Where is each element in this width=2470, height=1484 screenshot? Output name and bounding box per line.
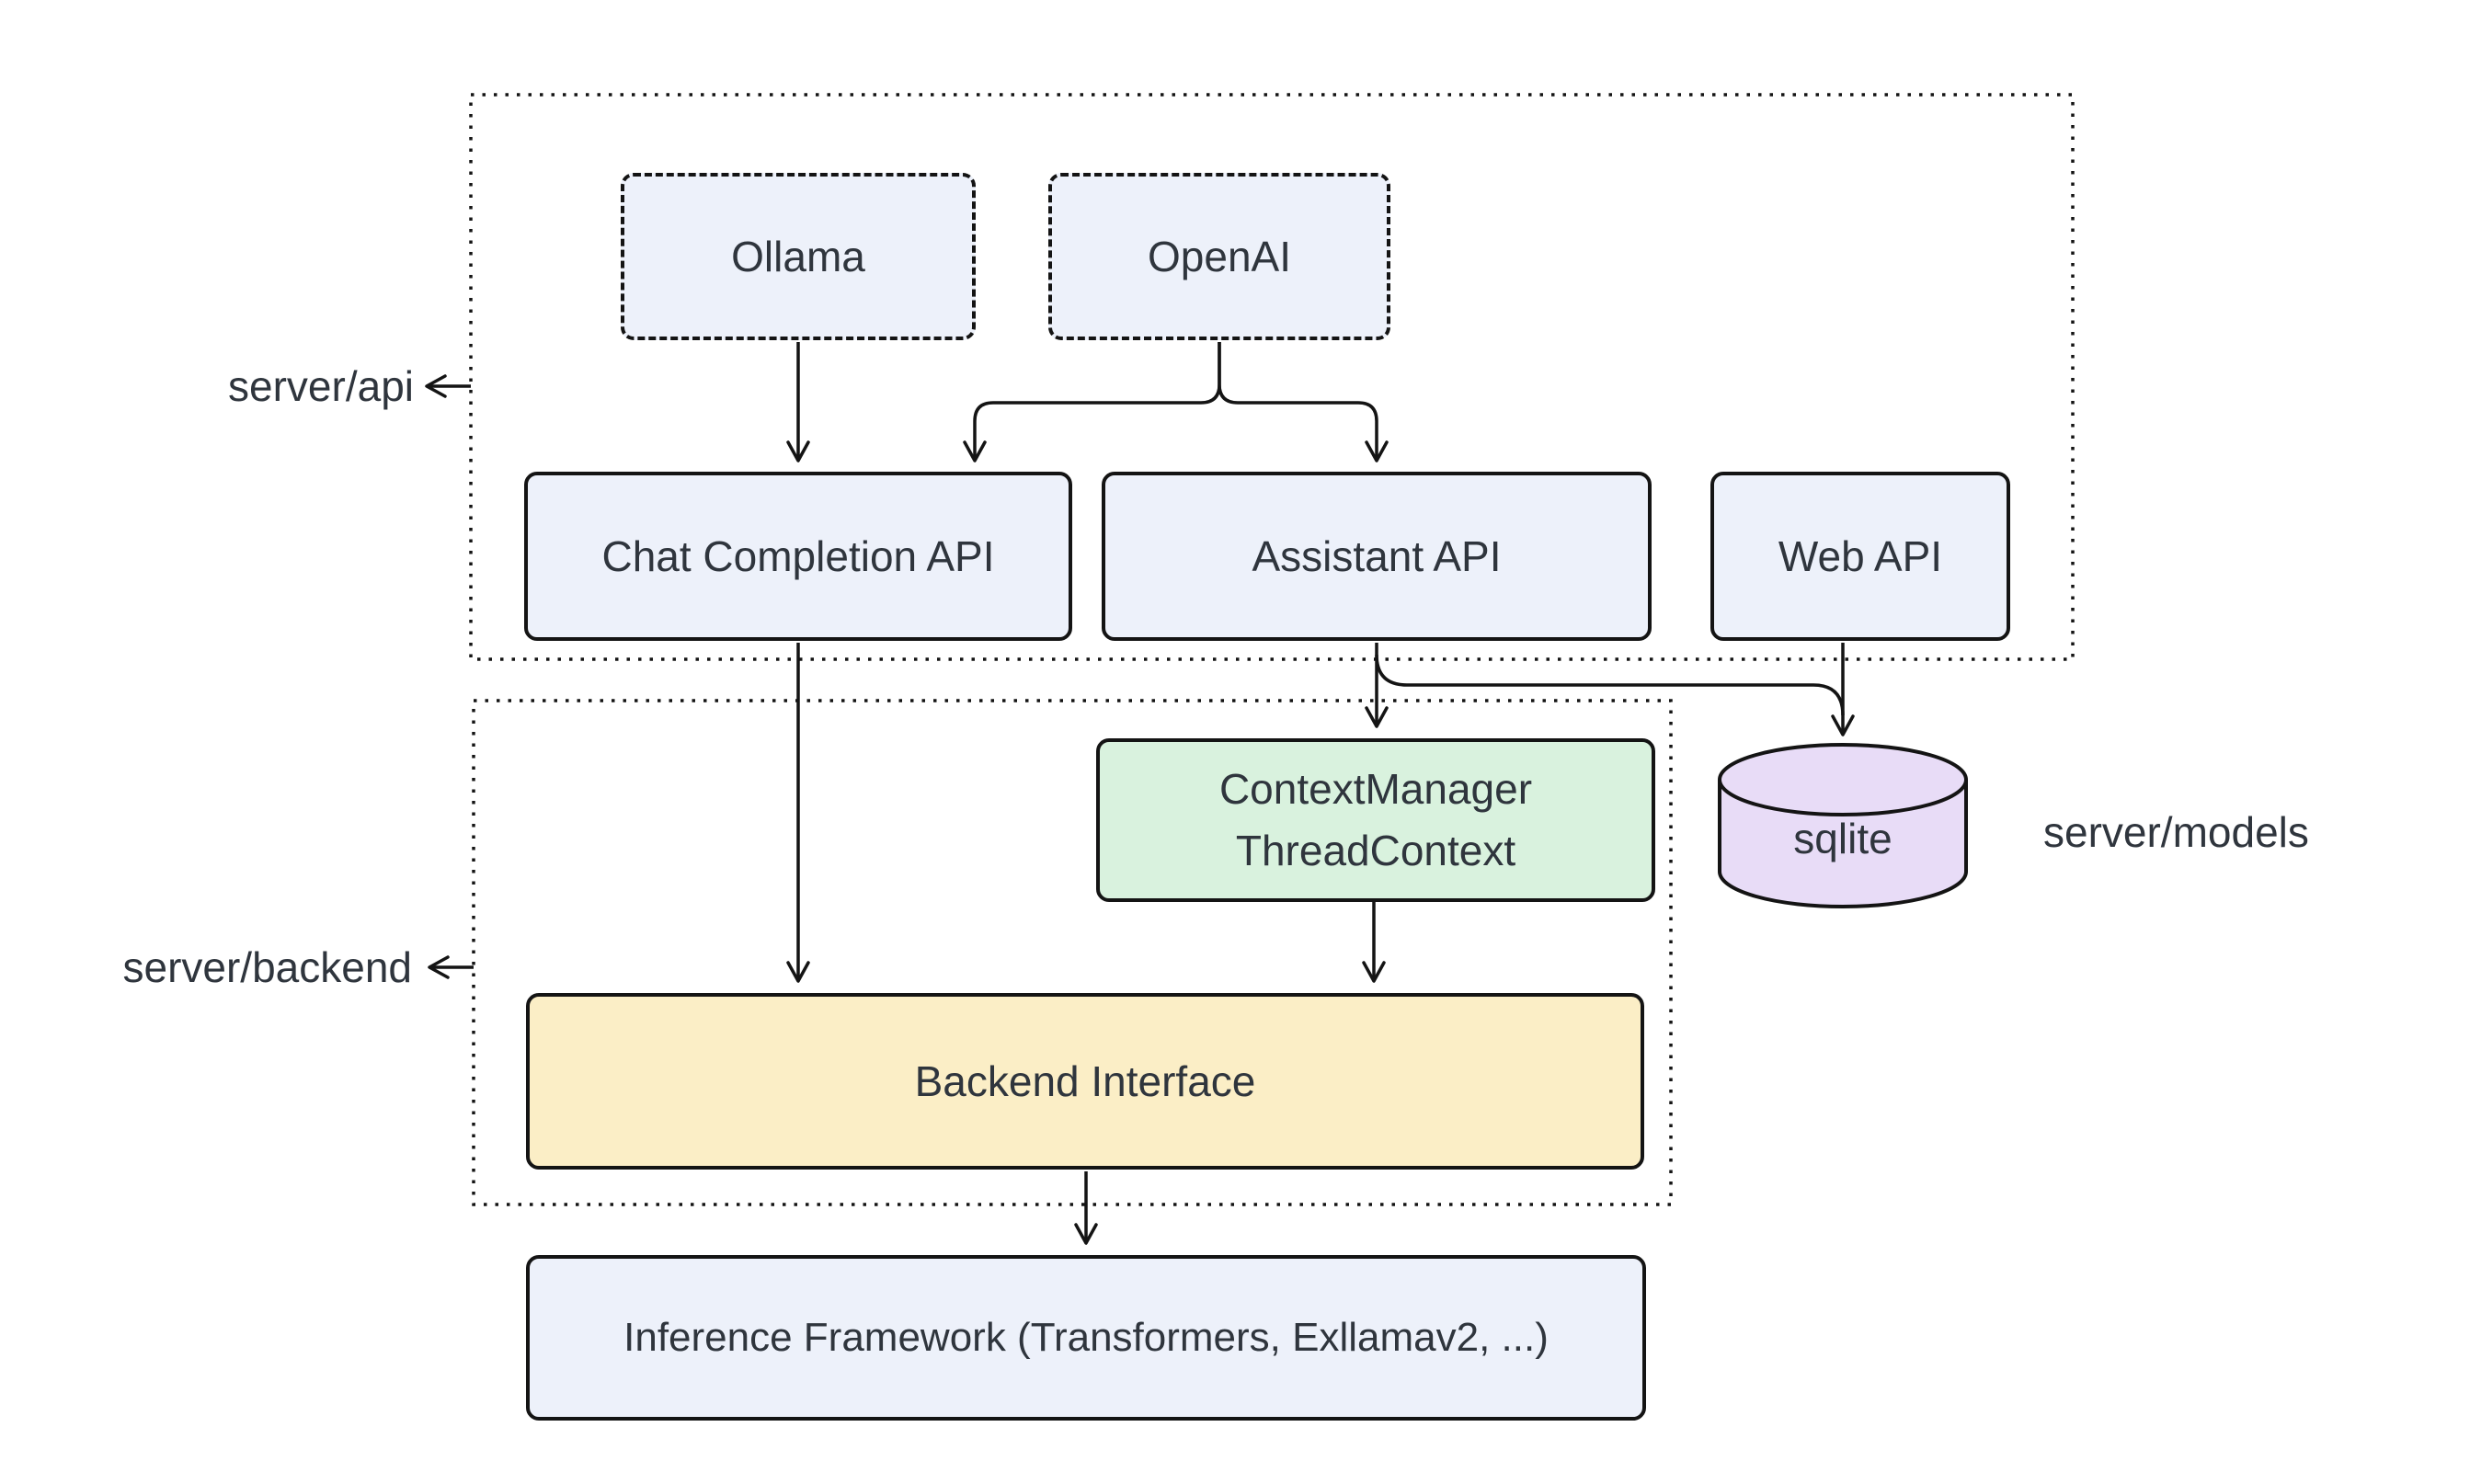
server-api-label: server/api [228, 362, 414, 410]
node-backend-interface: Backend Interface [526, 993, 1644, 1170]
node-context-manager-label-line2: ThreadContext [1235, 827, 1516, 874]
node-context-manager-label-line1: ContextManager [1218, 765, 1533, 814]
node-assistant-api: Assistant API [1102, 472, 1652, 641]
node-inference-framework: Inference Framework (Transformers, Exlla… [526, 1255, 1646, 1421]
node-inference-framework-label: Inference Framework (Transformers, Exlla… [623, 1315, 1549, 1361]
node-openai: OpenAI [1048, 173, 1390, 340]
node-context-manager: ContextManager ThreadContext [1096, 738, 1655, 902]
server-backend-container-border [472, 699, 1673, 1206]
node-chat-completion-api-label: Chat Completion API [601, 531, 995, 580]
node-ollama: Ollama [621, 173, 976, 340]
node-ollama-label: Ollama [731, 232, 865, 280]
node-sqlite-label: sqlite [1793, 815, 1893, 862]
node-chat-completion-api: Chat Completion API [524, 472, 1072, 641]
node-assistant-api-label: Assistant API [1252, 531, 1502, 580]
sqlite-database-cylinder [1718, 743, 1968, 908]
node-web-api-label: Web API [1778, 531, 1943, 580]
server-api-container-border [469, 93, 2075, 661]
server-backend-label: server/backend [122, 943, 413, 991]
edge-assistant-api-to-sqlite-branch [1375, 654, 1845, 716]
node-openai-label: OpenAI [1148, 232, 1291, 280]
edge-openai-to-chat-api [963, 342, 1221, 462]
node-backend-interface-label: Backend Interface [914, 1056, 1256, 1105]
node-web-api: Web API [1710, 472, 2010, 641]
edge-openai-to-assistant-api [1218, 342, 1389, 462]
server-models-label: server/models [2043, 808, 2309, 856]
